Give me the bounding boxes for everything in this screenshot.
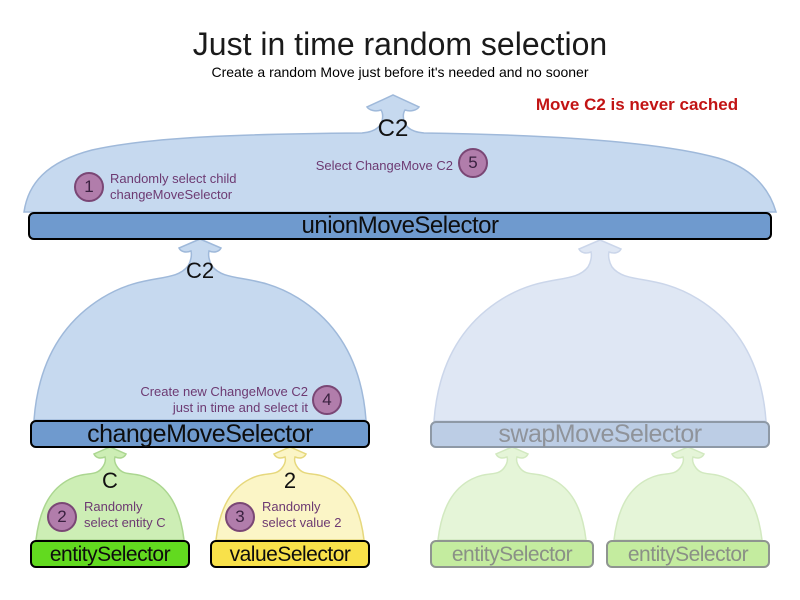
entity-selector-faded-right-bar: entitySelector (606, 540, 770, 568)
step-4-line-1: Create new ChangeMove C2 (140, 384, 308, 399)
step-4-line-2: just in time and select it (172, 400, 308, 415)
step-1-line-1: Randomly select child (110, 171, 237, 186)
step-3-text: Randomly select value 2 (262, 499, 342, 531)
step-3-line-2: select value 2 (262, 515, 342, 530)
step-3-line-1: Randomly (262, 499, 321, 514)
page-subtitle: Create a random Move just before it's ne… (211, 64, 589, 80)
step-4-text: Create new ChangeMove C2 just in time an… (118, 384, 308, 416)
step-1-badge: 1 (74, 172, 104, 202)
step-4-badge: 4 (312, 385, 342, 415)
entity-faded-left-funnel-up-arrow-shape (437, 446, 587, 541)
step-5-line-1: Select ChangeMove C2 (315, 158, 453, 173)
change-output-label: C2 (185, 258, 215, 283)
value-selector-bar: valueSelector (210, 540, 370, 568)
step-2-line-1: Randomly (84, 499, 143, 514)
step-2-badge: 2 (47, 502, 77, 532)
step-2-line-2: select entity C (84, 515, 166, 530)
step-2-text: Randomly select entity C (84, 499, 166, 531)
step-1-text: Randomly select child changeMoveSelector (110, 171, 236, 203)
change-funnel-up-arrow-shape (33, 238, 367, 421)
step-1-line-2: changeMoveSelector (110, 187, 233, 202)
swap-funnel-up-arrow-shape (433, 239, 767, 422)
step-3-badge: 3 (225, 502, 255, 532)
step-5-text: Select ChangeMove C2 (285, 158, 453, 174)
entity-faded-right-funnel-up-arrow-shape (613, 446, 763, 541)
entity-selector-bar: entitySelector (30, 540, 190, 568)
union-move-selector-bar: unionMoveSelector (28, 212, 772, 240)
change-move-selector-bar: changeMoveSelector (30, 420, 370, 448)
entity-selector-faded-left-bar: entitySelector (430, 540, 594, 568)
union-output-label: C2 (377, 115, 409, 142)
never-cached-note: Move C2 is never cached (535, 95, 739, 114)
swap-move-selector-bar: swapMoveSelector (430, 421, 770, 448)
entity-output-label: C (102, 468, 118, 493)
value-output-label: 2 (283, 468, 297, 493)
step-5-badge: 5 (458, 148, 488, 178)
union-funnel-up-arrow-shape (23, 94, 777, 213)
page-title: Just in time random selection (192, 26, 608, 62)
